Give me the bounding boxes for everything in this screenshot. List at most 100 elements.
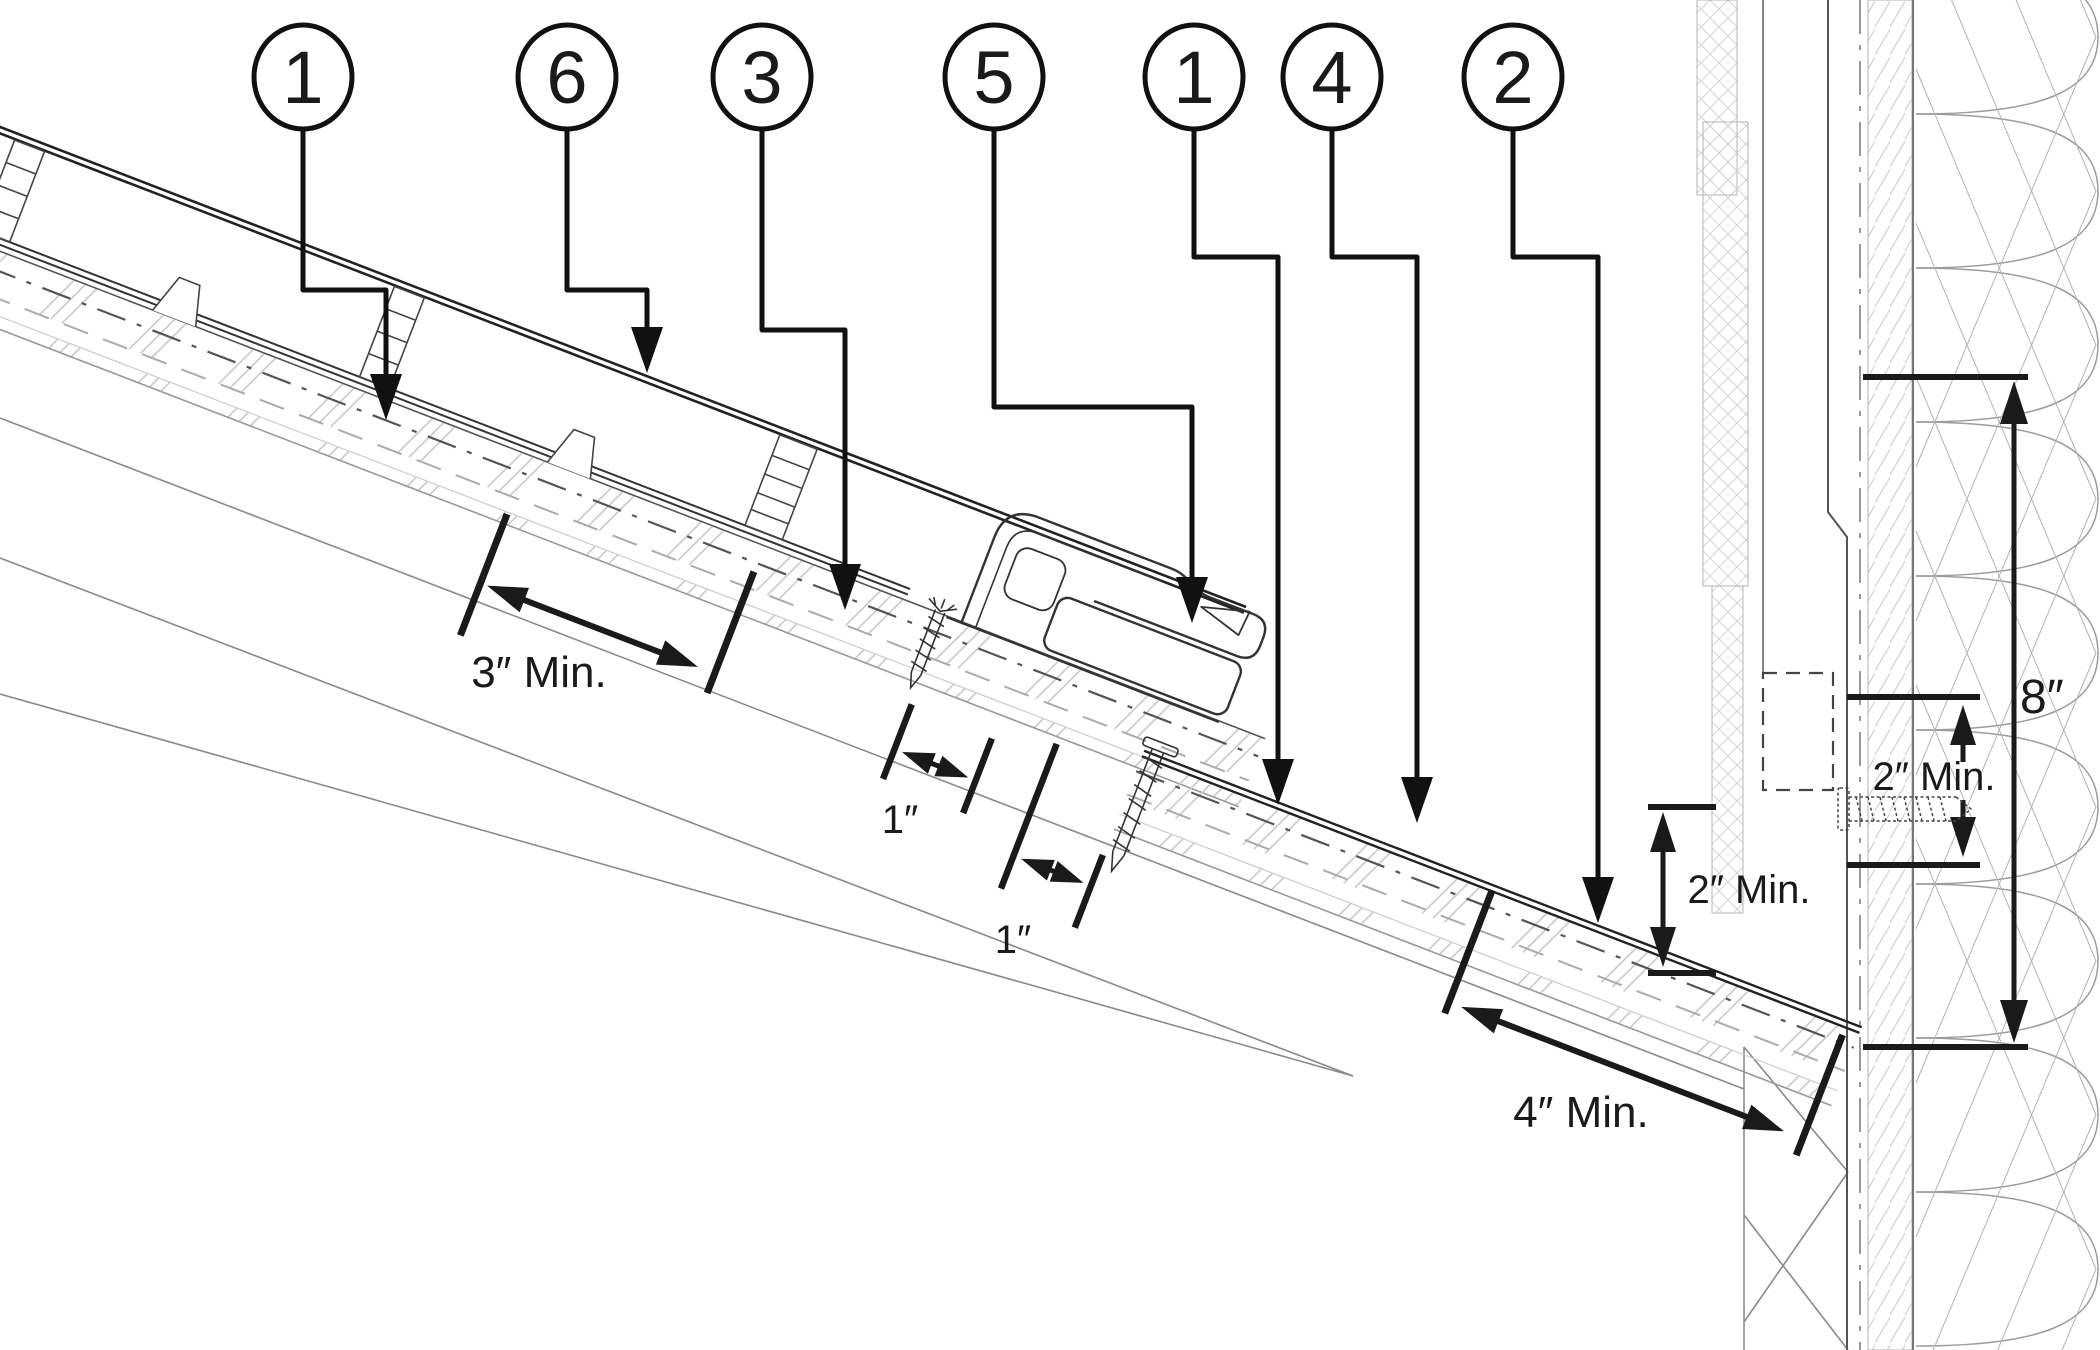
- panel-seam-ribs: [0, 139, 819, 541]
- callout-bubble: [710, 22, 814, 132]
- callout-6: 6: [515, 22, 619, 132]
- wall-cladding-boards: [1696, 0, 1749, 914]
- callout-number: 1: [282, 36, 323, 119]
- panel-top-surface: [0, 97, 1247, 614]
- leader-6: [564, 129, 650, 333]
- dim-1in-upper-graphics: [879, 703, 995, 815]
- clip-screw: [909, 596, 958, 691]
- clip-inner-fold: [974, 530, 1164, 629]
- seam-clip-assembly: [946, 513, 1267, 723]
- panel-rib: [743, 433, 819, 541]
- roof-assembly-upper: [0, 97, 1267, 815]
- dim-tick: [1071, 853, 1106, 929]
- wall-screw-tip: [1955, 796, 1973, 822]
- callout-arrowheads: [370, 327, 1614, 923]
- callout-1b: 1: [1142, 22, 1246, 132]
- clip-base-flange: [946, 616, 1220, 723]
- batt-insulation: [1915, 0, 2099, 1350]
- clip-tab: [1003, 547, 1067, 612]
- dim-tick: [457, 512, 511, 637]
- concealed-receiver-flashing: [1761, 671, 1835, 792]
- leader-arrow: [1582, 877, 1614, 923]
- panel-bottom-surface: [0, 194, 911, 596]
- clip-front-plate: [1043, 596, 1243, 716]
- rafter-line: [0, 417, 1745, 1090]
- dim-2in-wall-label: 2″ Min.: [1872, 755, 1995, 799]
- callout-number: 5: [973, 36, 1014, 119]
- leader-arrow: [1401, 777, 1433, 823]
- dim-tick: [997, 742, 1060, 890]
- leader-3: [759, 129, 848, 570]
- callout-number: 6: [546, 36, 587, 119]
- dim-tick: [703, 570, 758, 695]
- dim-1in-upper-label: 1″: [882, 798, 918, 842]
- lower-deck: [1114, 757, 1861, 1106]
- dim-tick: [960, 737, 995, 815]
- dim-8in-graphics: [1863, 374, 2028, 1050]
- dim-1in-lower-label: 1″: [995, 918, 1031, 962]
- leader-arrow: [370, 374, 402, 420]
- dim-4in-graphics: [1441, 888, 1846, 1157]
- leader-2: [1510, 129, 1601, 883]
- framing-structure: [0, 417, 1849, 1350]
- callout-1a: 1: [251, 22, 355, 132]
- screw-tip: [1110, 851, 1125, 874]
- leader-1a: [300, 129, 389, 380]
- wall-screw-hidden: [1837, 787, 1973, 831]
- flashing-top-surface: [1141, 749, 1863, 1034]
- screw-head: [1142, 736, 1179, 758]
- dim-8in-label: 8″: [2020, 671, 2064, 724]
- roof-deck: [0, 207, 1265, 807]
- callout-5: 5: [942, 22, 1046, 132]
- screw-threads: [1112, 755, 1163, 853]
- dim-3in-label: 3″ Min.: [471, 648, 606, 697]
- lower-membrane-dashdot: [1135, 770, 1855, 1049]
- dim-2in-roof-label: 2″ Min.: [1687, 868, 1810, 912]
- panel-clip-tab: [546, 428, 596, 479]
- wedge-top-line: [0, 557, 1354, 1077]
- screw-tip: [909, 671, 922, 691]
- dim-3in-graphics: [457, 512, 758, 695]
- wall-screw-threads: [1855, 796, 1947, 822]
- batt-loops: [1915, 0, 2099, 1347]
- leader-4: [1329, 129, 1420, 783]
- wall-face-line: [1827, 0, 1848, 1350]
- deck-mid-light: [0, 262, 1244, 797]
- panel-rib: [358, 285, 426, 390]
- callout-number: 3: [741, 36, 782, 119]
- callout-number: 2: [1492, 36, 1533, 119]
- dim-4in-label: 4″ Min.: [1513, 1088, 1648, 1137]
- wall-sheathing: [1867, 0, 1913, 1350]
- flashing-screw: [1110, 736, 1179, 874]
- callout-bubble: [1142, 22, 1246, 132]
- leader-arrow: [631, 327, 663, 373]
- leader-1b: [1191, 129, 1281, 765]
- callout-2: 2: [1461, 22, 1565, 132]
- callout-number: 1: [1173, 36, 1214, 119]
- dim-tick: [1792, 1033, 1846, 1157]
- leader-5: [991, 129, 1195, 583]
- lower-membrane-dash-light: [1126, 793, 1846, 1073]
- callout-bubbles: 1 6 3 5 1 4 2: [251, 22, 1565, 132]
- lower-bottom-line: [1113, 828, 1832, 1107]
- panel-clips: [152, 276, 596, 479]
- callout-bubble: [251, 22, 355, 132]
- callout-3: 3: [710, 22, 814, 132]
- roof-assembly-lower: [997, 736, 1863, 1157]
- dim-2in-roof-graphics: [1648, 804, 1716, 976]
- leader-arrow: [829, 564, 861, 610]
- dim-tick: [1441, 888, 1496, 1015]
- callout-bubble: [1280, 22, 1384, 132]
- batt-diagonals: [1915, 0, 2097, 1350]
- dim-tick: [879, 703, 915, 781]
- lower-mid-light: [1119, 813, 1838, 1092]
- callout-bubble: [942, 22, 1046, 132]
- clip-back-leg: [960, 513, 1267, 659]
- leader-arrow: [1262, 759, 1294, 805]
- deck-bottom-line: [0, 273, 1240, 808]
- callout-4: 4: [1280, 22, 1384, 132]
- screw-threads: [910, 615, 945, 673]
- wedge-bottom-line: [0, 693, 1354, 1077]
